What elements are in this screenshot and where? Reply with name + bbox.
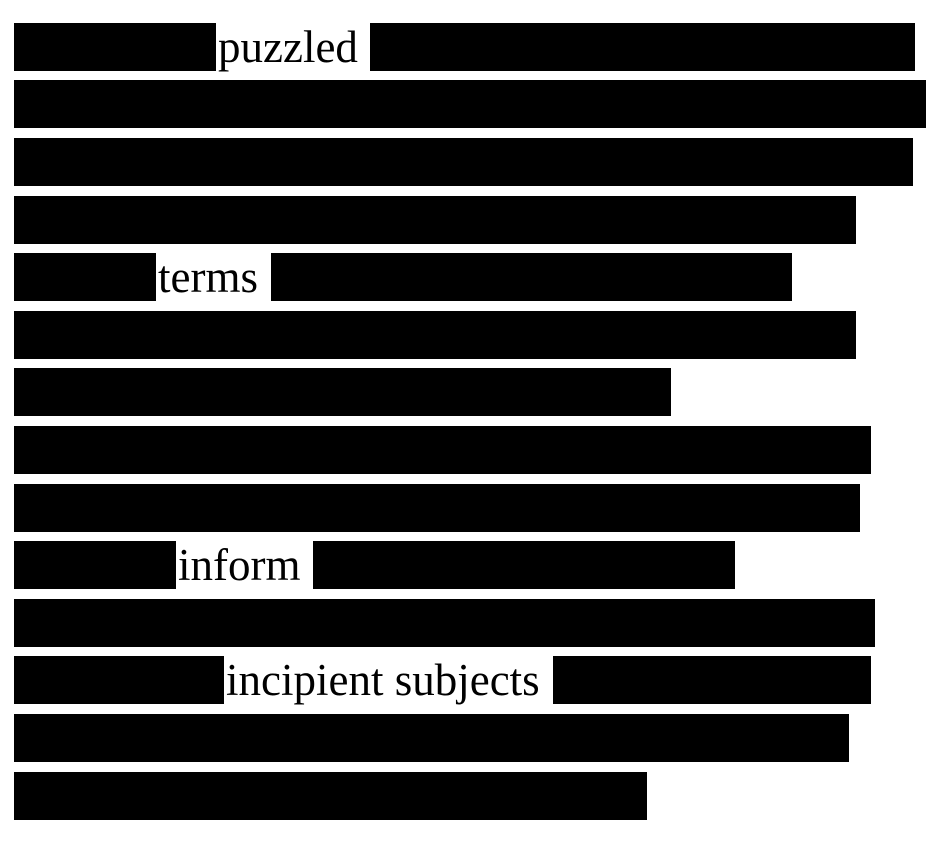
redaction-bar xyxy=(313,541,736,589)
text-line-5: terms xyxy=(14,253,792,301)
visible-word: incipient subjects xyxy=(226,655,540,705)
text-line-8 xyxy=(14,426,871,474)
redaction-bar xyxy=(14,599,875,647)
visible-word: puzzled xyxy=(218,22,358,72)
redaction-bar xyxy=(14,138,913,186)
redaction-bar xyxy=(14,714,849,762)
visible-word: terms xyxy=(158,252,258,302)
redaction-bar xyxy=(14,484,860,532)
redaction-bar xyxy=(552,656,871,704)
text-line-7 xyxy=(14,368,671,416)
redaction-bar xyxy=(14,426,871,474)
text-line-2 xyxy=(14,80,926,128)
redaction-bar xyxy=(14,772,647,820)
text-line-10: inform xyxy=(14,540,736,590)
redaction-bar xyxy=(14,253,156,301)
text-line-9 xyxy=(14,484,860,532)
redaction-bar xyxy=(14,80,926,128)
redaction-bar xyxy=(14,311,856,359)
text-line-3 xyxy=(14,138,913,186)
text-line-13 xyxy=(14,714,849,762)
redaction-bar xyxy=(14,196,856,244)
text-line-12: incipient subjects xyxy=(14,656,871,704)
text-line-4 xyxy=(14,196,856,244)
redaction-bar xyxy=(14,541,176,589)
visible-word: inform xyxy=(178,540,301,590)
text-line-11 xyxy=(14,599,875,647)
redaction-bar xyxy=(270,253,792,301)
text-line-14 xyxy=(14,772,647,820)
redaction-bar xyxy=(14,368,671,416)
text-line-1: puzzled xyxy=(14,23,915,71)
redaction-bar xyxy=(14,23,216,71)
text-line-6 xyxy=(14,311,856,359)
redaction-bar xyxy=(369,23,915,71)
redaction-bar xyxy=(14,656,224,704)
